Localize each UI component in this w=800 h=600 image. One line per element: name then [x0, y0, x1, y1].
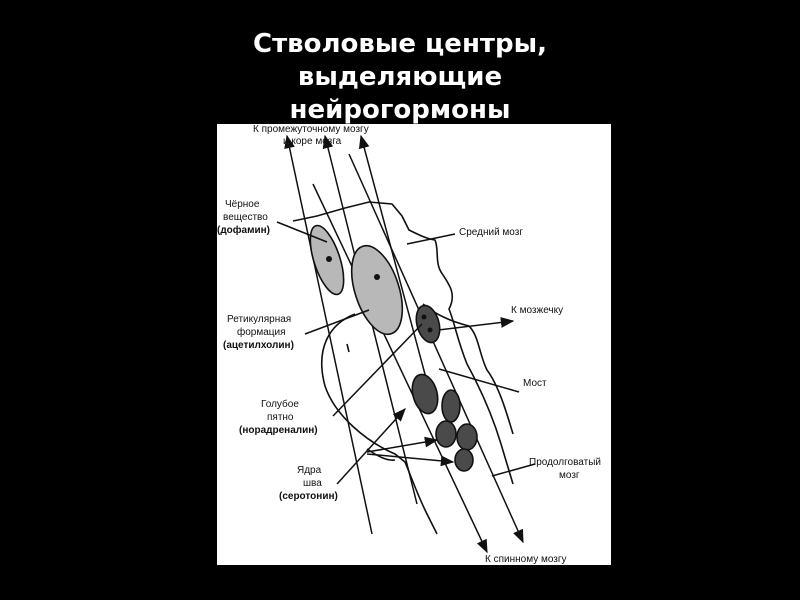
tract-line-4 [313, 184, 487, 552]
title-line-2: выделяющие [0, 61, 800, 94]
medulla-left-outline [347, 344, 395, 460]
raphe-nuclei [436, 421, 477, 471]
brainstem-svg: К промежуточному мозгу и коре мозга Чёрн… [217, 124, 611, 565]
label-substantia-3: (дофамин) [217, 224, 270, 236]
label-midbrain: Средний мозг [459, 227, 523, 238]
substantia-nigra [304, 222, 351, 299]
label-cerebellum: К мозжечку [511, 305, 563, 316]
label-to-diencephalon-2: и коре мозга [283, 136, 342, 147]
label-reticular-1: Ретикулярная [227, 314, 291, 325]
brainstem-diagram: К промежуточному мозгу и коре мозга Чёрн… [217, 124, 611, 565]
label-medulla-1: Продолговатый [529, 457, 601, 468]
cerebellar-nucleus [412, 303, 443, 345]
label-substantia-1: Чёрное [225, 199, 260, 210]
label-to-diencephalon-1: К промежуточному мозгу [253, 124, 369, 135]
pointer-midbrain [407, 234, 455, 244]
slide-title: Стволовые центры, выделяющие нейрогормон… [0, 28, 800, 127]
label-pons: Мост [523, 378, 547, 389]
label-coeruleus-2: пятно [267, 412, 294, 423]
label-reticular-3: (ацетилхолин) [223, 340, 294, 351]
title-line-3: нейрогормоны [0, 94, 800, 127]
label-medulla-2: мозг [559, 470, 580, 481]
label-raphe-2: шва [303, 478, 322, 489]
label-substantia-2: вещество [223, 212, 268, 223]
pointer-coeruleus [333, 324, 422, 416]
label-raphe-1: Ядра [297, 465, 322, 476]
label-coeruleus-3: (норадреналин) [239, 425, 318, 436]
tract-line-5 [349, 154, 523, 542]
label-coeruleus-1: Голубое [261, 398, 299, 410]
pons-outline [322, 314, 437, 534]
label-raphe-3: (серотонин) [279, 491, 338, 502]
pointer-raphe-3 [367, 454, 453, 462]
title-line-1: Стволовые центры, [0, 28, 800, 61]
label-reticular-2: формация [237, 326, 286, 338]
locus-coeruleus [408, 372, 460, 422]
pointer-reticular [305, 310, 369, 334]
label-to-spinal-cord: К спинному мозгу [485, 554, 567, 565]
